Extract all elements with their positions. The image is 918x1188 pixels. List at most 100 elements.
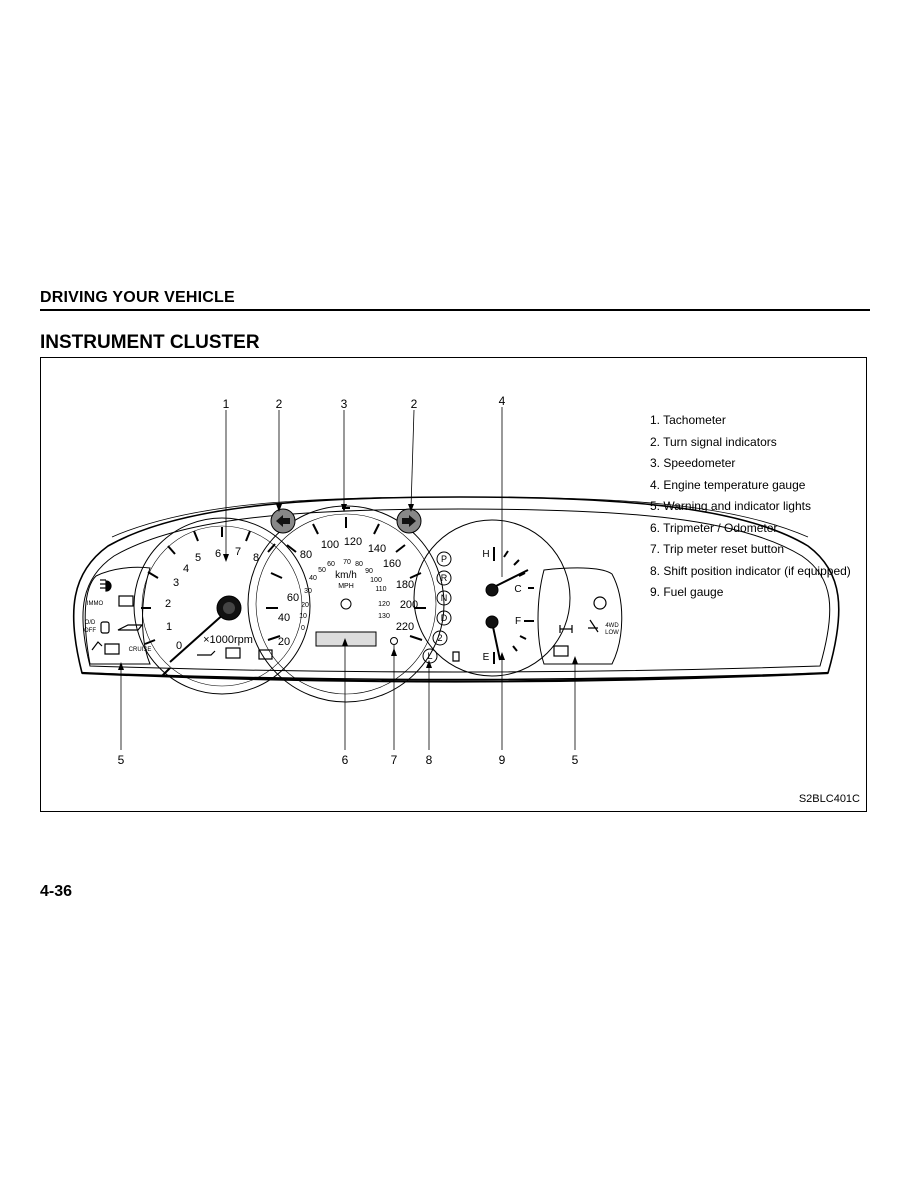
svg-text:4: 4 (183, 563, 189, 575)
svg-text:80: 80 (300, 549, 312, 561)
svg-text:40: 40 (309, 575, 317, 582)
svg-text:120: 120 (378, 601, 390, 608)
svg-text:30: 30 (304, 588, 312, 595)
speedometer-ticks (266, 517, 426, 641)
svg-text:2: 2 (165, 598, 171, 610)
callout-bottom-6: 5 (572, 753, 579, 767)
fuel-empty-label: E (483, 652, 490, 663)
svg-text:40: 40 (278, 612, 290, 624)
speedometer-dial-rim (255, 513, 437, 695)
speedometer-unit-mph: MPH (338, 583, 354, 590)
callout-bottom-4: 8 (426, 753, 433, 767)
speedometer-mph-numbers: 0 10 20 30 40 50 60 70 80 90 100 110 120… (299, 559, 390, 632)
svg-text:0: 0 (176, 640, 182, 652)
cluster-bottom-band (81, 671, 829, 683)
tachometer-numbers: 0 1 2 3 4 5 6 7 8 (165, 546, 259, 652)
figure-frame (40, 357, 867, 812)
callout-bottom-1: 5 (118, 753, 125, 767)
temperature-needle (491, 569, 529, 589)
callout-bottom-2: 6 (342, 753, 349, 767)
svg-text:6: 6 (215, 548, 221, 560)
left-panel-icons (91, 579, 144, 655)
tachometer-dial-rim (141, 525, 303, 687)
svg-text:7: 7 (235, 546, 241, 558)
legend-item-6: 6. Tripmeter / Odometer (650, 520, 778, 535)
tachometer-unit: ×1000rpm (203, 634, 253, 646)
svg-text:140: 140 (368, 543, 386, 555)
temperature-cold-label: C (514, 584, 521, 595)
fourwd-label-2: LOW (605, 630, 619, 636)
tachometer-needle (169, 611, 227, 663)
svg-text:N: N (441, 593, 448, 603)
legend-item-3: 3. Speedometer (650, 456, 736, 470)
legend-list: 1. Tachometer 2. Turn signal indicators … (650, 410, 851, 604)
temperature-needle-hub (485, 583, 499, 597)
header-rule (40, 309, 870, 311)
speedometer-unit-kmh: km/h (335, 570, 357, 581)
cluster-housing-top-band (111, 496, 809, 538)
svg-text:100: 100 (370, 577, 382, 584)
svg-text:10: 10 (299, 613, 307, 620)
callout-top-1: 1 (223, 397, 230, 411)
svg-text:80: 80 (355, 561, 363, 568)
callout-leaders (120, 407, 576, 750)
svg-text:120: 120 (344, 536, 362, 548)
cluster-housing-outer (72, 496, 840, 681)
svg-text:3: 3 (173, 577, 179, 589)
shift-position-indicator (422, 551, 452, 664)
trip-reset-button (390, 637, 398, 645)
svg-text:130: 130 (378, 613, 390, 620)
callout-top-3: 3 (341, 397, 348, 411)
page-title: INSTRUMENT CLUSTER (40, 332, 260, 353)
svg-text:60: 60 (287, 592, 299, 604)
figure-code: S2BLC401C (798, 793, 860, 805)
cruise-label: CRUISE (129, 647, 152, 653)
svg-text:20: 20 (278, 636, 290, 648)
legend-item-7: 7. Trip meter reset button (650, 542, 785, 556)
speedometer-center-hub (340, 598, 352, 610)
fuel-full-label: F (515, 616, 521, 627)
callout-bottom-3: 7 (391, 753, 398, 767)
od-off-label-2: OFF (84, 628, 96, 634)
svg-text:1: 1 (166, 621, 172, 633)
callout-top-5: 4 (499, 394, 506, 408)
legend-item-1: 1. Tachometer (650, 413, 726, 427)
od-off-label-1: O/D (85, 620, 96, 626)
legend-item-4: 4. Engine temperature gauge (650, 477, 806, 492)
page-number: 4-36 (40, 883, 73, 900)
svg-text:100: 100 (321, 539, 339, 551)
tachometer-dial-face (133, 517, 311, 695)
legend-item-8: 8. Shift position indicator (if equipped… (650, 563, 851, 578)
fuel-needle-hub (485, 615, 499, 629)
callout-bottom-5: 9 (499, 753, 506, 767)
svg-text:50: 50 (318, 567, 326, 574)
bottom-warning-icons (197, 647, 460, 662)
right-panel-labels: 4WD LOW (605, 623, 619, 636)
svg-text:70: 70 (343, 559, 351, 566)
right-gauge-face (413, 519, 571, 677)
fuel-gauge-marks (493, 620, 534, 664)
section-header: DRIVING YOUR VEHICLE (40, 289, 235, 306)
callout-arrowheads (118, 504, 578, 670)
svg-text:110: 110 (375, 586, 386, 593)
svg-text:90: 90 (365, 568, 373, 575)
tachometer-ticks (141, 527, 276, 677)
svg-text:20: 20 (301, 602, 309, 609)
svg-text:L: L (427, 651, 432, 661)
temperature-gauge-marks (493, 547, 534, 589)
svg-text:P: P (441, 554, 447, 564)
svg-text:R: R (441, 573, 448, 583)
callout-numbers: 1 2 3 2 4 5 6 7 8 9 5 (118, 394, 579, 767)
legend-item-2: 2. Turn signal indicators (650, 434, 777, 449)
legend-item-9: 9. Fuel gauge (650, 585, 724, 599)
shift-position-letters: P R N D 2 L (427, 554, 447, 661)
speedometer-kmh-numbers: 20 40 60 80 100 120 140 160 180 200 220 (278, 536, 418, 648)
fourwd-label-1: 4WD (605, 623, 619, 629)
svg-text:0: 0 (301, 625, 305, 632)
left-indicator-panel (84, 566, 151, 665)
legend-item-5: 5. Warning and indicator lights (650, 499, 811, 513)
svg-text:220: 220 (396, 621, 414, 633)
immo-label: IMMO (87, 601, 104, 607)
callout-top-2: 2 (276, 397, 283, 411)
